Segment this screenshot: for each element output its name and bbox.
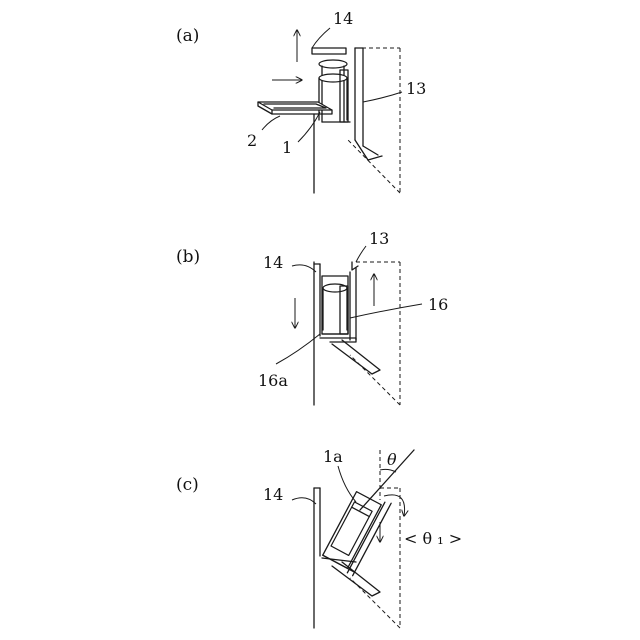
cover-14-a <box>312 48 346 54</box>
lower-guide-b <box>320 338 380 374</box>
panel-c: (c) <box>176 447 462 628</box>
ref-16a-b: 16a <box>258 371 288 390</box>
leader-14-a <box>312 28 330 48</box>
lower-guide-c <box>322 558 380 596</box>
panel-a: (a) <box>176 9 426 193</box>
leader-2-a <box>262 116 280 130</box>
panel-c-label: (c) <box>176 475 199 495</box>
leader-1-a <box>298 112 320 142</box>
wall-13-b <box>352 262 358 270</box>
cover-14-b <box>314 262 320 405</box>
leader-14-b <box>292 265 316 272</box>
front-wall-14-c <box>314 488 320 628</box>
panel-b-label: (b) <box>176 247 200 267</box>
theta-label: θ <box>387 450 397 469</box>
ref-13-a: 13 <box>406 79 426 98</box>
theta-arc <box>380 469 396 472</box>
wall-13 <box>355 48 382 160</box>
leader-13-a <box>363 92 402 102</box>
cartridge-1 <box>319 60 350 122</box>
ref-13-b: 13 <box>369 229 389 248</box>
ref-14-a: 14 <box>333 9 353 28</box>
ref-14-b: 14 <box>263 253 283 272</box>
ref-2-a: 2 <box>247 131 257 150</box>
panel-b: (b) <box>176 229 448 405</box>
theta1-label: < θ ₁ > <box>404 529 462 548</box>
leader-13-b <box>356 246 366 262</box>
leader-16-b <box>350 304 422 318</box>
housing-outline-b <box>350 262 400 405</box>
ref-16-b: 16 <box>428 295 448 314</box>
holder-16 <box>322 268 356 340</box>
panel-a-label: (a) <box>176 26 199 46</box>
ref-1a-c: 1a <box>323 447 343 466</box>
housing-outline-a <box>348 48 400 193</box>
leader-14-c <box>292 498 316 504</box>
rotation-arrow-c <box>384 495 405 516</box>
ref-1-a: 1 <box>282 138 292 157</box>
tray-2 <box>258 102 332 114</box>
ref-14-c: 14 <box>263 485 283 504</box>
